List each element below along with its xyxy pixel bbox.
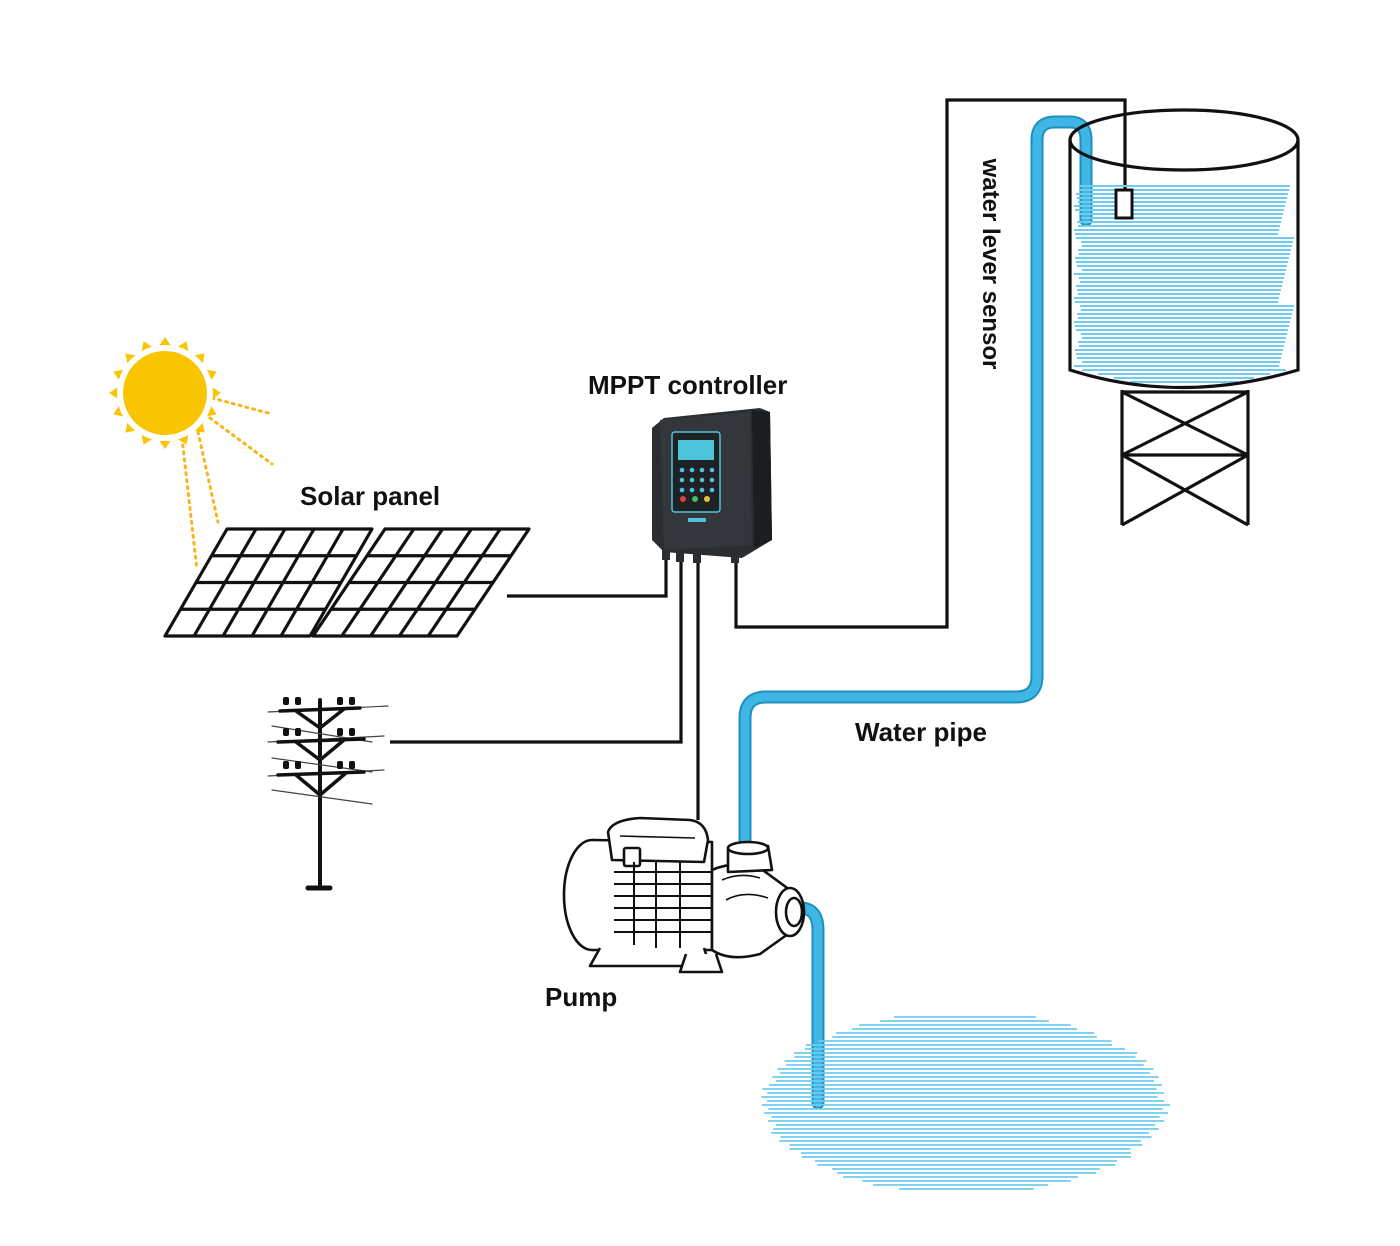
pump-icon [562,816,806,974]
pump-label: Pump [545,982,618,1012]
water-source-icon [761,1016,1170,1190]
mppt-controller-label: MPPT controller [588,370,788,400]
solar-panel-icon [163,527,531,638]
solar-panel-label: Solar panel [300,481,441,511]
water-level-sensor-label: water lever sensor [977,158,1004,370]
controller-icon [652,408,772,563]
water-tank-icon [1068,108,1300,527]
sun-icon [109,337,274,572]
water-pipe-label: Water pipe [855,717,987,747]
power-pole-icon [267,697,389,891]
water-pipe [738,115,1093,1110]
level-sensor-icon [1114,188,1134,220]
